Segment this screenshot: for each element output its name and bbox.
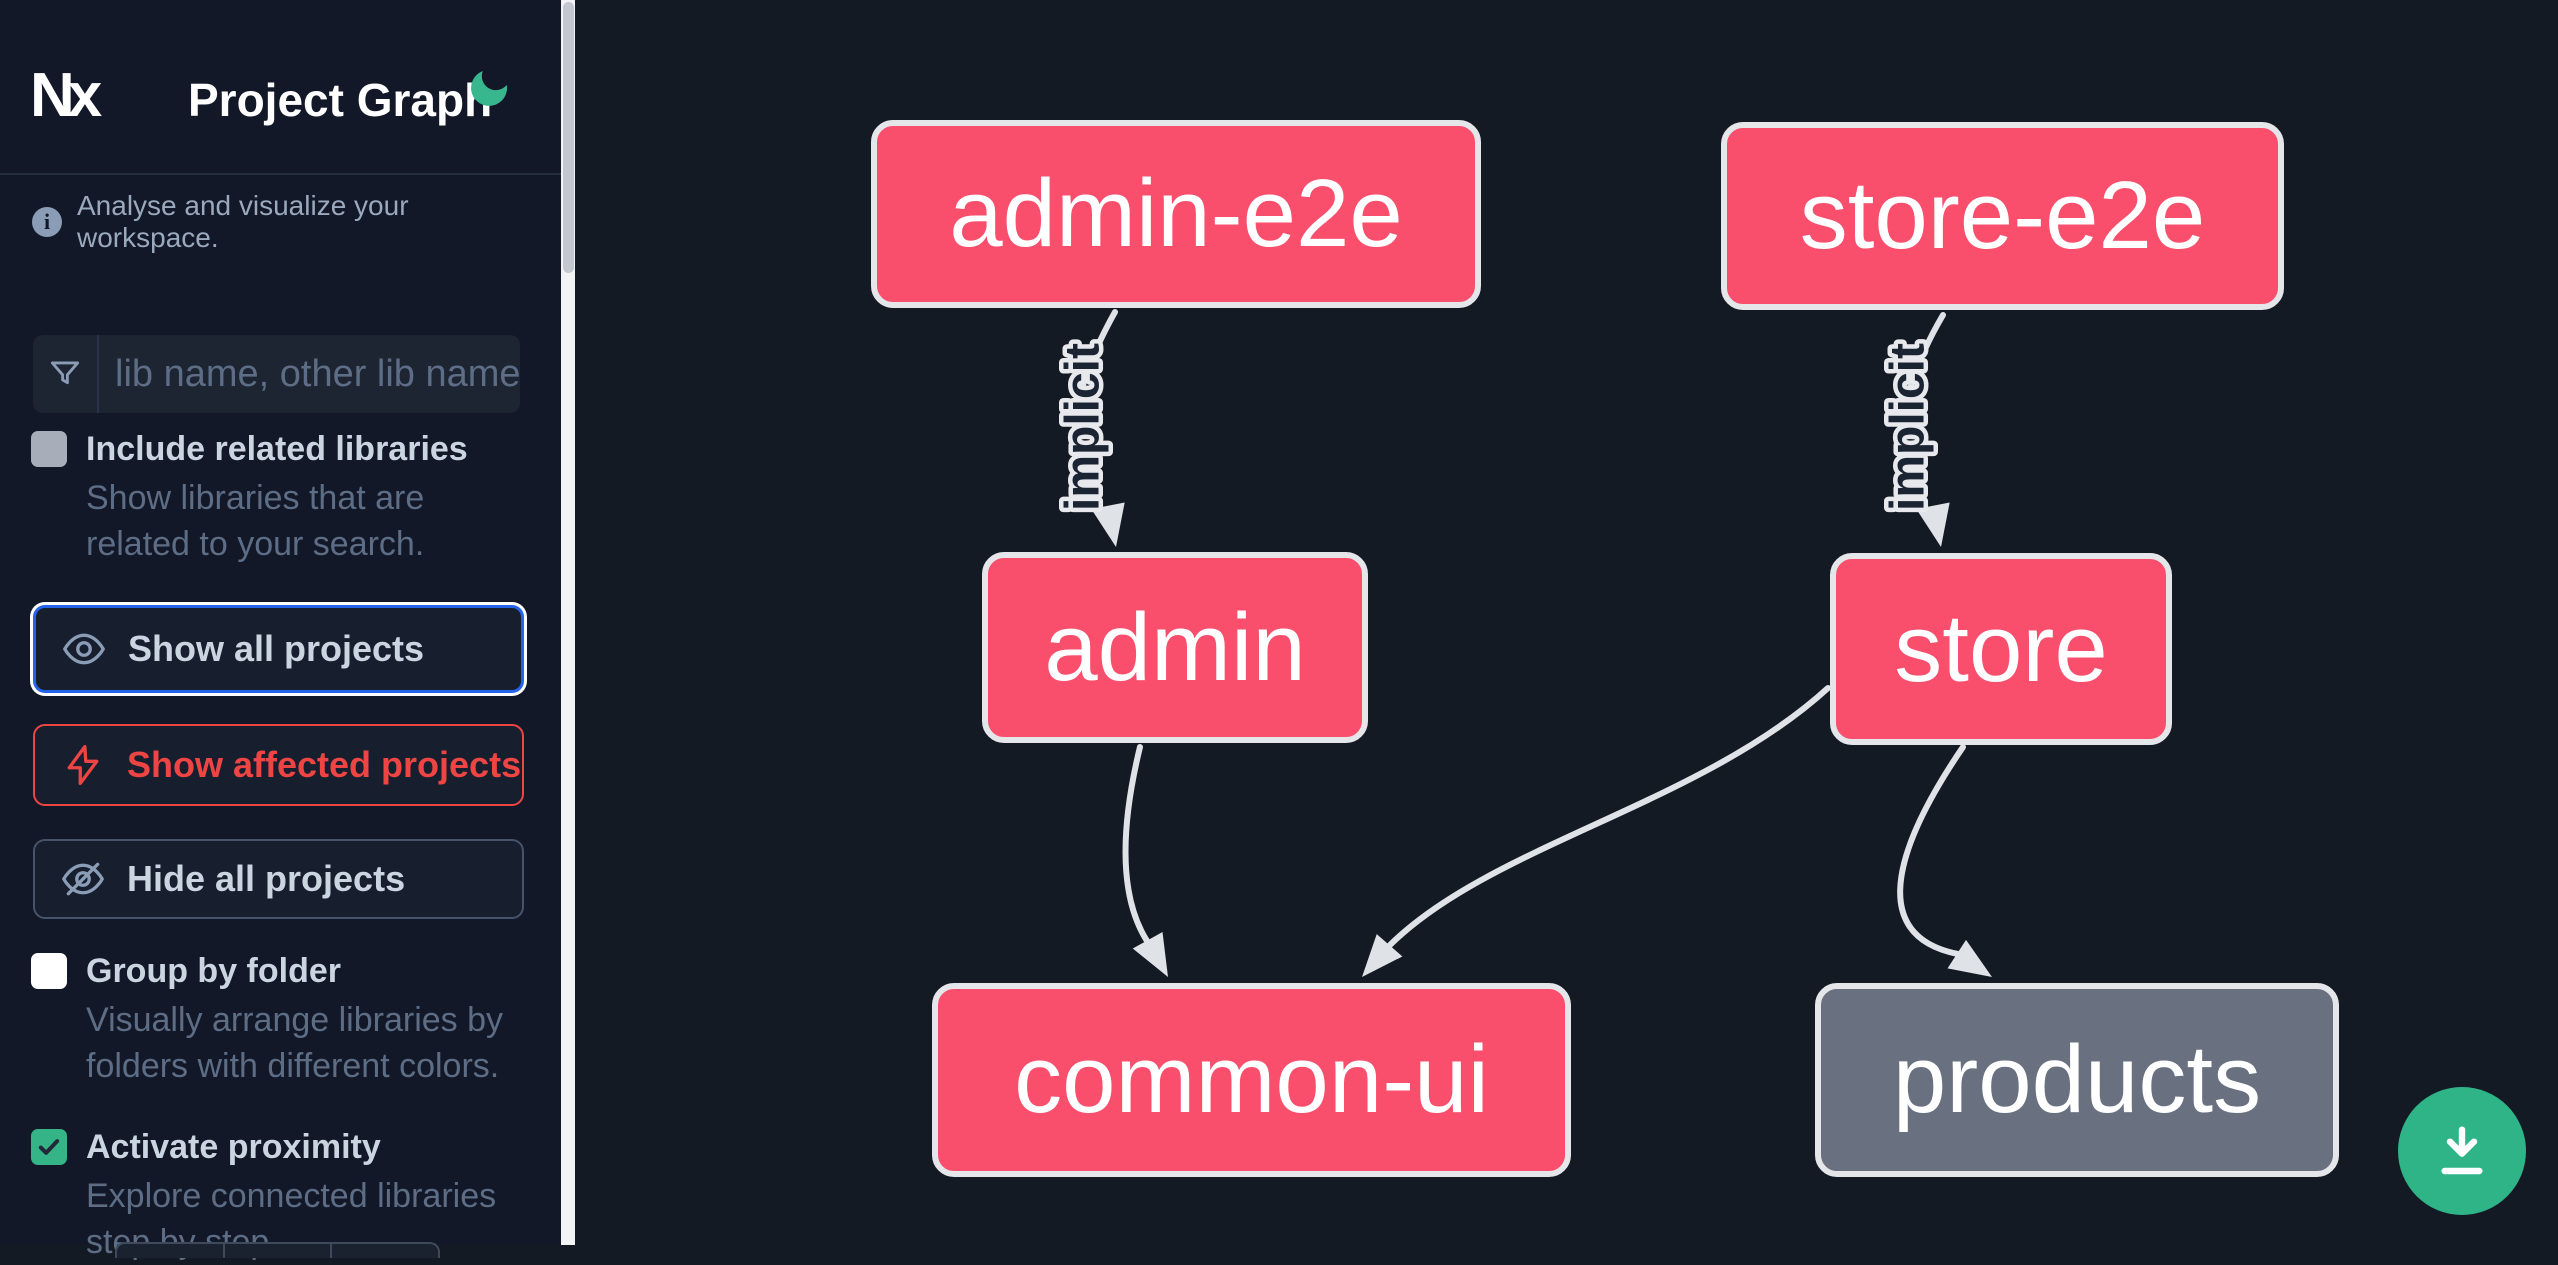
graph-node-products[interactable]: products [1815, 983, 2339, 1177]
stepper-segment[interactable] [332, 1244, 438, 1258]
checkbox-row-activate-proximity[interactable]: Activate proximity Explore connected lib… [31, 1127, 531, 1261]
checkbox-row-group-by-folder[interactable]: Group by folder Visually arrange librari… [31, 951, 531, 1085]
moon-icon [471, 71, 508, 106]
eye-off-icon [62, 862, 104, 896]
checkbox-label: Include related libraries [86, 430, 468, 468]
sidebar-header: Nx Project Graph [0, 0, 561, 175]
checkbox-include-related[interactable] [31, 431, 67, 467]
button-label: Show all projects [128, 628, 425, 669]
checkbox-activate-proximity[interactable] [31, 1129, 67, 1165]
checkbox-group-by-folder[interactable] [31, 953, 67, 989]
button-label: Show affected projects [127, 744, 522, 785]
search-box [33, 335, 620, 413]
checkbox-description: Show libraries that are related to your … [86, 479, 425, 563]
checkbox-label: Group by folder [86, 952, 341, 990]
show-all-projects-button[interactable]: Show all projects [33, 605, 524, 693]
sidebar: Nx Project Graph i Analyse and visualize… [0, 0, 620, 1261]
graph-node-admin-e2e[interactable]: admin-e2e [871, 120, 1481, 308]
graph-node-admin[interactable]: admin [982, 552, 1368, 743]
graph-node-store-e2e[interactable]: store-e2e [1721, 122, 2284, 310]
button-label: Hide all projects [127, 858, 406, 899]
tagline-row: i Analyse and visualize your workspace. [32, 190, 532, 253]
graph-node-common-ui[interactable]: common-ui [932, 983, 1571, 1177]
checkbox-description: Visually arrange libraries by folders wi… [86, 1001, 504, 1085]
checkmark-icon [38, 1139, 60, 1155]
checkbox-label: Activate proximity [86, 1128, 381, 1166]
stepper-segment[interactable] [117, 1244, 225, 1258]
search-input[interactable] [99, 339, 620, 409]
tagline-text: Analyse and visualize your workspace. [77, 190, 409, 253]
download-image-button[interactable] [2398, 1087, 2526, 1215]
graph-node-store[interactable]: store [1830, 553, 2172, 745]
stepper-segment[interactable] [225, 1244, 333, 1258]
sidebar-scrollbar-track[interactable] [561, 0, 575, 1245]
info-icon: i [32, 207, 62, 237]
eye-icon [63, 633, 105, 665]
lightning-bolt-icon [67, 745, 99, 785]
download-icon [2441, 1126, 2483, 1175]
show-affected-projects-button[interactable]: Show affected projects [33, 724, 524, 806]
filter-funnel-icon [33, 335, 99, 413]
hide-all-projects-button[interactable]: Hide all projects [33, 839, 524, 919]
page-title: Project Graph [188, 74, 493, 126]
sidebar-scrollbar-thumb[interactable] [562, 2, 574, 273]
theme-toggle-button[interactable] [465, 64, 513, 112]
checkbox-row-include-related[interactable]: Include related libraries Show libraries… [31, 429, 531, 563]
proximity-depth-control-partial[interactable] [115, 1242, 440, 1258]
nx-logo: Nx [30, 61, 102, 130]
